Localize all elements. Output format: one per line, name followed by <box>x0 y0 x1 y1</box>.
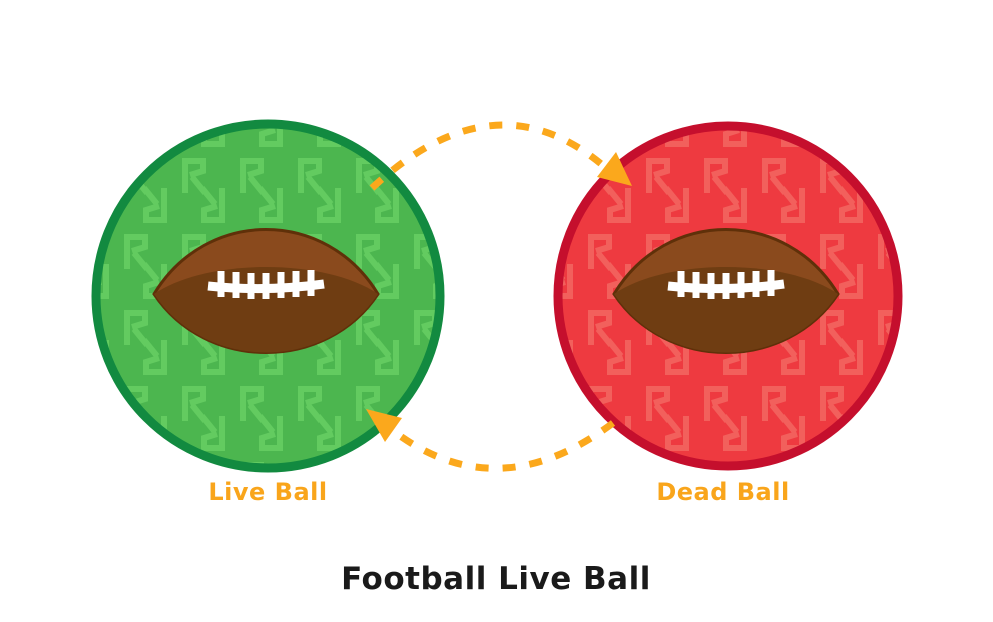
live-ball-label: Live Ball <box>208 478 327 506</box>
dead-ball-label: Dead Ball <box>656 478 789 506</box>
arrowhead-right-icon <box>597 152 632 186</box>
dead-to-live-arrow <box>366 409 616 472</box>
dead-to-live-arrow-dashes <box>389 420 616 472</box>
arrowhead-left-icon <box>366 409 402 442</box>
live-to-dead-arrow <box>369 121 632 191</box>
live-to-dead-arrow-dashes <box>369 121 609 191</box>
page-title: Football Live Ball <box>341 561 651 597</box>
